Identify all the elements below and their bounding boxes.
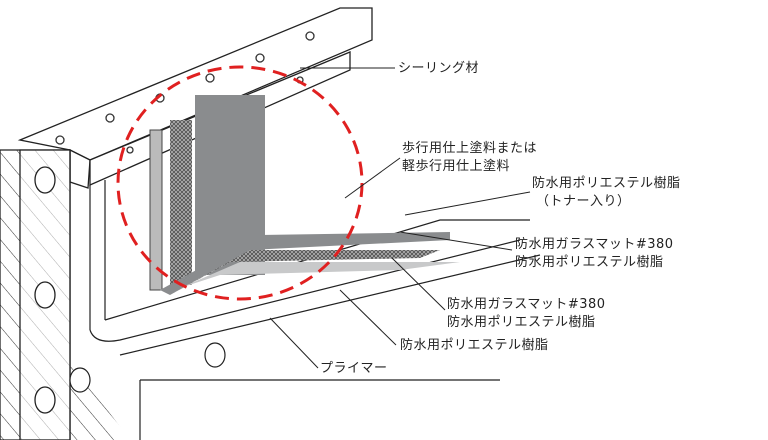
label-finish-coat-1: 歩行用仕上塗料または — [402, 141, 538, 156]
label-primer: プライマー — [320, 361, 388, 376]
label-glassmat-b-1: 防水用ガラスマット#380 — [447, 297, 606, 312]
leader-lines — [269, 67, 531, 369]
label-resin-toner-2: （トナー入り） — [536, 194, 631, 209]
label-glassmat-a-2: 防水用ポリエステル樹脂 — [515, 255, 664, 270]
label-resin-toner-1: 防水用ポリエステル樹脂 — [532, 176, 681, 191]
label-sealing: シーリング材 — [398, 61, 480, 76]
label-finish-coat-2: 軽歩行用仕上塗料 — [402, 159, 511, 174]
label-glassmat-a-1: 防水用ガラスマット#380 — [515, 237, 674, 252]
label-resin: 防水用ポリエステル樹脂 — [400, 338, 549, 353]
waterproof-membrane-layers — [149, 95, 460, 295]
inner-wall-and-floor — [69, 180, 541, 440]
concrete-left-wall — [0, 149, 71, 440]
highlight-circle — [116, 65, 364, 301]
label-glassmat-b-2: 防水用ポリエステル樹脂 — [447, 315, 596, 330]
